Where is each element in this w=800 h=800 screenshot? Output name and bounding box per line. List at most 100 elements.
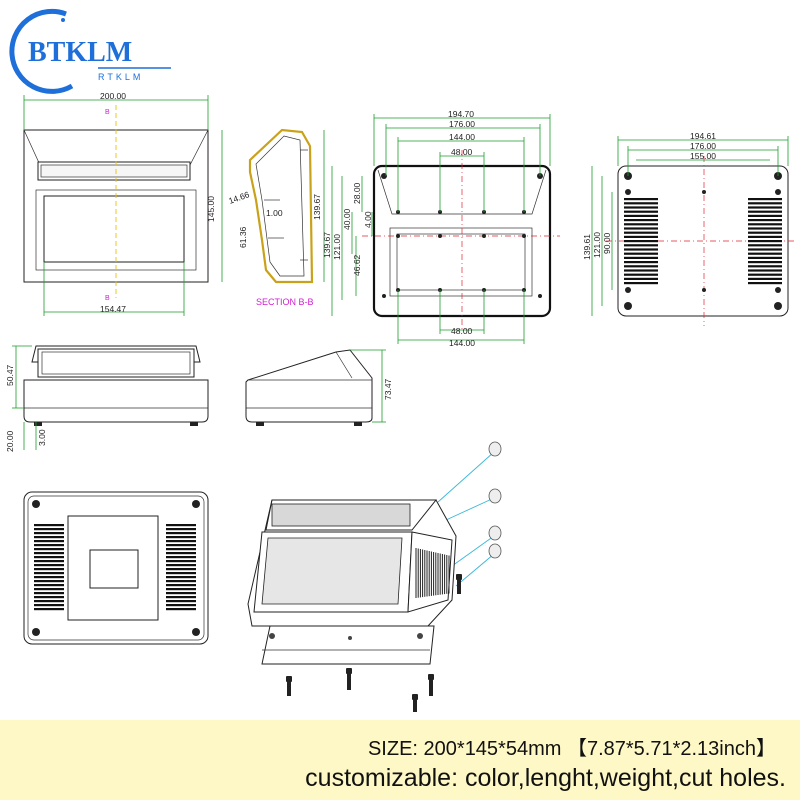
- elev-height-dim-1: 50.47: [5, 364, 15, 386]
- vent-slot: [34, 572, 64, 575]
- side-elevation: 73.47: [245, 349, 393, 426]
- vent-slot: [624, 206, 658, 209]
- top-bottom-dim-1: 48.00: [451, 326, 473, 336]
- vent-slot: [34, 556, 64, 559]
- vent-slot: [748, 235, 782, 238]
- bottom-width-dim-2: 176.00: [690, 141, 716, 151]
- vent-slot: [624, 240, 658, 243]
- section-dim-2: 1.00: [266, 208, 283, 218]
- top-width-dim-3: 144.00: [449, 132, 475, 142]
- vent-slot: [166, 596, 196, 599]
- bottom-height-dim-1: 139.61: [582, 234, 592, 260]
- top-height-dim-6: 4.00: [363, 211, 373, 228]
- vent-slot: [166, 560, 196, 563]
- vent-slot: [166, 580, 196, 583]
- vent-slot: [34, 576, 64, 579]
- vent-slot: [624, 277, 658, 280]
- vent-slot: [624, 252, 658, 255]
- vent-slot: [166, 548, 196, 551]
- front-height-dim: 145.00: [206, 196, 216, 222]
- top-height-dim-5: 46.62: [352, 254, 362, 276]
- vent-slot: [166, 564, 196, 567]
- vent-slot: [34, 568, 64, 571]
- vent-slot: [166, 588, 196, 591]
- logo-brand-text: BTKLM: [28, 37, 132, 68]
- vent-slot: [624, 244, 658, 247]
- vent-slot: [34, 608, 64, 611]
- vent-slot: [748, 210, 782, 213]
- vent-slot: [166, 592, 196, 595]
- size-text: SIZE: 200*145*54mm 【7.87*5.71*2.13inch】: [367, 738, 776, 760]
- top-view: 194.70 176.00 144.00 48.00 139.67 121.00…: [322, 109, 560, 348]
- vent-slot: [624, 227, 658, 230]
- technical-drawing: 200.00 145.00 154.47 B B 139.67 14.66 1.…: [5, 91, 794, 712]
- vent-slots-right: [748, 198, 782, 285]
- vent-slot: [166, 568, 196, 571]
- vent-slot: [34, 524, 64, 527]
- front-elevation: 50.47 20.00 3.00: [5, 345, 209, 452]
- bottom-view: 194.61 176.00 155.00 139.61 121.00 90.00: [582, 131, 794, 326]
- vent-slot: [748, 240, 782, 243]
- vent-slot: [34, 580, 64, 583]
- vent-slot: [624, 235, 658, 238]
- brand-logo: BTKLM RTKLM: [9, 8, 171, 94]
- vent-slot: [166, 540, 196, 543]
- vent-slot: [624, 223, 658, 226]
- section-view: 139.67 14.66 1.00 61.36 SECTION B-B: [227, 128, 325, 307]
- front-bottom-dim: 154.47: [100, 304, 126, 314]
- vent-slot: [748, 273, 782, 276]
- vent-slot: [166, 576, 196, 579]
- vent-slot: [34, 596, 64, 599]
- vent-slot: [34, 588, 64, 591]
- vent-slot: [624, 265, 658, 268]
- vent-slot: [166, 572, 196, 575]
- top-height-dim-4: 28.00: [352, 182, 362, 204]
- vent-slot: [166, 600, 196, 603]
- vent-slot: [34, 600, 64, 603]
- vent-slot: [748, 198, 782, 201]
- side-height-dim: 73.47: [383, 378, 393, 400]
- section-mark-top: B: [105, 109, 110, 116]
- vent-slot: [34, 536, 64, 539]
- section-dim-1: 14.66: [227, 189, 251, 206]
- vent-slot: [748, 265, 782, 268]
- vent-slot: [748, 277, 782, 280]
- bottom-width-dim-3: 155.00: [690, 151, 716, 161]
- vent-slot: [624, 273, 658, 276]
- top-bottom-dim-2: 144.00: [449, 338, 475, 348]
- vent-slot: [624, 202, 658, 205]
- vent-slot: [34, 584, 64, 587]
- customizable-text: customizable: color,lenght,weight,cut ho…: [305, 764, 786, 792]
- back-vent-slots-left: [34, 524, 64, 611]
- top-height-dim-3: 40.00: [342, 208, 352, 230]
- vent-slot: [748, 269, 782, 272]
- vent-slot: [166, 608, 196, 611]
- front-width-dim: 200.00: [100, 91, 126, 101]
- vent-slot: [166, 532, 196, 535]
- info-banner: SIZE: 200*145*54mm 【7.87*5.71*2.13inch】 …: [0, 720, 800, 800]
- vent-slot: [624, 219, 658, 222]
- vent-slot: [748, 223, 782, 226]
- vent-slot: [624, 256, 658, 259]
- section-height-dim: 139.67: [312, 194, 322, 220]
- elev-height-dim-2: 20.00: [5, 430, 15, 452]
- bottom-width-dim-1: 194.61: [690, 131, 716, 141]
- vent-slot: [166, 556, 196, 559]
- exploded-view: [247, 441, 502, 712]
- elev-height-dim-3: 3.00: [37, 429, 47, 446]
- vent-slot: [166, 528, 196, 531]
- vent-slot: [624, 231, 658, 234]
- iso-vent-slots: [415, 548, 450, 598]
- logo-sub-text: RTKLM: [98, 72, 143, 82]
- top-width-dim-4: 48.00: [451, 147, 473, 157]
- vent-slot: [748, 282, 782, 285]
- section-dim-3: 61.36: [238, 226, 248, 248]
- bottom-height-dim-3: 90.00: [602, 232, 612, 254]
- vent-slot: [748, 202, 782, 205]
- vent-slot: [624, 210, 658, 213]
- vent-slot: [748, 256, 782, 259]
- section-mark-bottom: B: [105, 295, 110, 302]
- vent-slot: [166, 552, 196, 555]
- top-width-dim-2: 176.00: [449, 119, 475, 129]
- vent-slot: [624, 261, 658, 264]
